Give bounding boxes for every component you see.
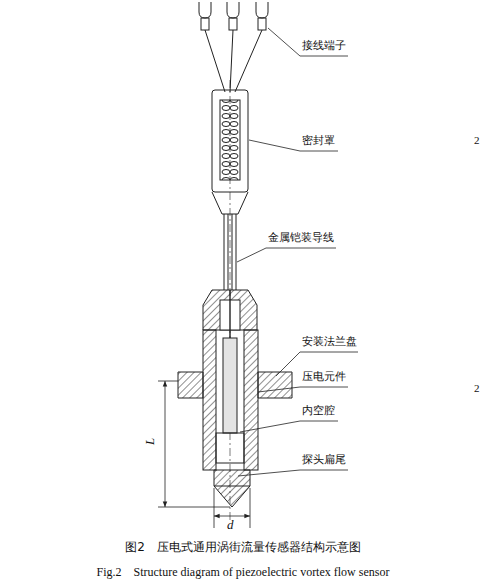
- dimension-label: L: [143, 438, 158, 445]
- sensor-housing: [178, 290, 292, 507]
- part-label: 接线端子: [302, 40, 346, 53]
- leader-lines: [237, 28, 358, 476]
- probe-tail: [214, 486, 250, 507]
- dimension-label: d: [227, 518, 234, 533]
- part-label: 探头扁尾: [302, 454, 346, 467]
- page-fragment: 2: [474, 134, 480, 147]
- dimension-lines: [158, 381, 250, 528]
- part-label: 密封罩: [302, 135, 335, 148]
- part-label: 金属铠装导线: [268, 232, 334, 245]
- page-fragment: 2: [474, 382, 480, 395]
- part-label: 压电元件: [302, 371, 346, 384]
- armored-wire: [224, 214, 236, 290]
- terminal-lugs: [199, 2, 268, 92]
- inner-cavity: [216, 433, 244, 463]
- part-label: 安装法兰盘: [302, 336, 357, 349]
- part-label: 内空腔: [302, 405, 335, 418]
- piezo-element: [223, 338, 237, 433]
- caption-english: Fig.2 Structure diagram of piezoelectric…: [0, 566, 486, 580]
- figure-caption: 图2 压电式通用涡街流量传感器结构示意图: [0, 541, 486, 555]
